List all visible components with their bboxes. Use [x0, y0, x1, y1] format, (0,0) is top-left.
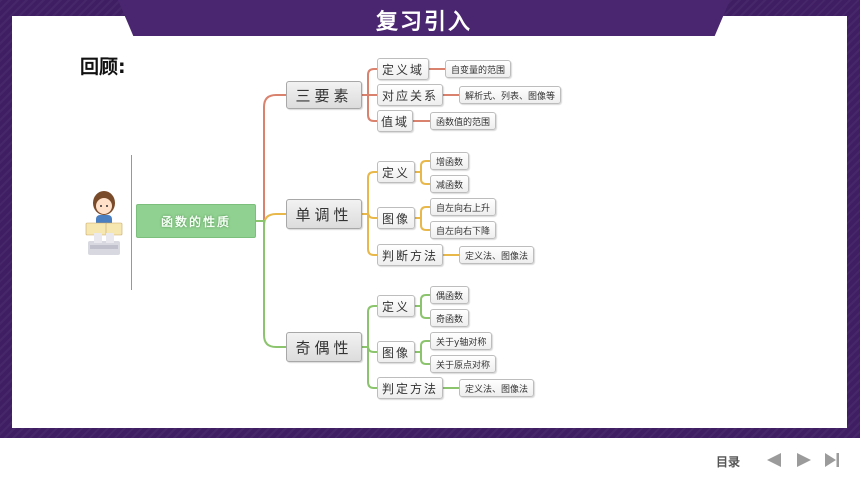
root-node: 函数的性质 [136, 204, 256, 238]
subtopic-node: 定义域 [377, 58, 429, 80]
leaf-node: 偶函数 [430, 286, 470, 304]
girl-reading-illustration [85, 191, 123, 255]
subtopic-connector [362, 211, 377, 219]
subtopic-connector [362, 94, 377, 122]
leaf-node: 奇函数 [430, 309, 470, 327]
subtopic-connector [362, 346, 377, 389]
subtopic-node: 定义 [377, 295, 415, 317]
slide-title: 复习引入 [375, 10, 472, 35]
subtopic-node: 图像 [377, 341, 415, 363]
leaf-node: 增函数 [430, 152, 470, 170]
toc-link[interactable]: 目录 [716, 455, 741, 469]
leaf-node: 解析式、列表、图像等 [459, 86, 562, 104]
topic-node: 单调性 [286, 199, 362, 229]
leaf-connector [415, 160, 430, 173]
topic-node: 三要素 [286, 81, 362, 109]
leaf-node: 定义法、图像法 [459, 246, 535, 264]
subtopic-connector [362, 305, 377, 348]
next-icon[interactable] [794, 450, 814, 470]
subtopic-node: 对应关系 [377, 84, 443, 106]
title-tab [118, 0, 730, 36]
leaf-node: 关于原点对称 [430, 355, 497, 373]
leaf-node: 自左向右下降 [430, 221, 497, 239]
subtopic-node: 定义 [377, 161, 415, 183]
leaf-connector [415, 206, 430, 219]
leaf-connector [415, 305, 430, 319]
leaf-node: 关于y轴对称 [430, 332, 493, 350]
subtopic-node: 值域 [377, 110, 413, 132]
leaf-connector [415, 351, 430, 365]
leaf-node: 自变量的范围 [445, 60, 512, 78]
prev-icon[interactable] [764, 450, 784, 470]
review-label: 回顾: [80, 56, 126, 78]
branch-connector [256, 220, 286, 348]
leaf-connector [415, 340, 430, 353]
subtopic-node: 判定方法 [377, 377, 443, 399]
leaf-node: 自左向右上升 [430, 198, 497, 216]
leaf-node: 减函数 [430, 175, 470, 193]
subtopic-node: 图像 [377, 207, 415, 229]
subtopic-node: 判断方法 [377, 244, 443, 266]
leaf-connector [415, 294, 430, 307]
topic-node: 奇偶性 [286, 332, 362, 362]
divider-line [131, 155, 132, 290]
subtopic-connector [362, 171, 377, 215]
last-icon[interactable] [822, 450, 842, 470]
leaf-connector [415, 217, 430, 231]
branch-connector [256, 94, 286, 222]
leaf-connector [415, 171, 430, 185]
leaf-node: 定义法、图像法 [459, 379, 535, 397]
leaf-node: 函数值的范围 [430, 112, 497, 130]
subtopic-connector [362, 213, 377, 256]
subtopic-connector [362, 68, 377, 96]
